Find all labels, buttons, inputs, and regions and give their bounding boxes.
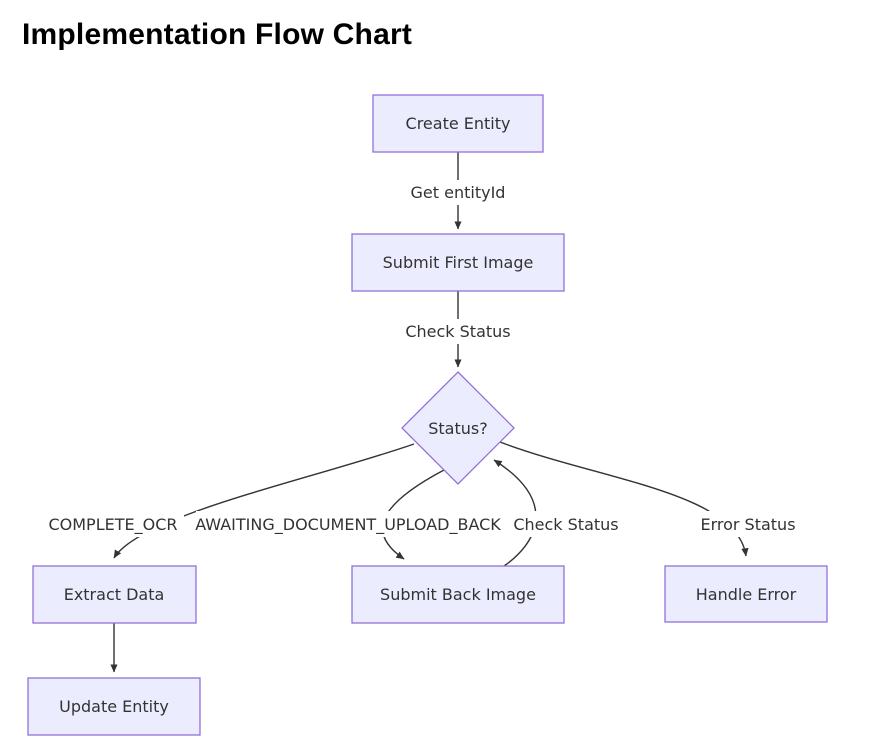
svg-text:Error Status: Error Status [700, 515, 795, 534]
svg-text:Get entityId: Get entityId [411, 183, 506, 202]
node-submit-first-image: Submit First Image [351, 233, 565, 292]
svg-text:Status?: Status? [428, 419, 487, 438]
edge-label-error-status: Error Status [695, 511, 801, 537]
edge-label-complete-ocr: COMPLETE_OCR [42, 511, 184, 537]
svg-text:Extract Data: Extract Data [64, 585, 165, 604]
node-status-decision: Status? [401, 371, 515, 485]
svg-text:AWAITING_DOCUMENT_UPLOAD_BACK: AWAITING_DOCUMENT_UPLOAD_BACK [195, 515, 501, 535]
node-extract-data: Extract Data [32, 565, 197, 624]
edge-label-check-status-first: Check Status [400, 319, 516, 344]
svg-text:Handle Error: Handle Error [696, 585, 797, 604]
edge-label-get-entityid: Get entityId [402, 180, 514, 205]
svg-text:Check Status: Check Status [513, 515, 618, 534]
svg-text:Check Status: Check Status [405, 322, 510, 341]
svg-text:Submit First Image: Submit First Image [383, 253, 534, 272]
svg-text:Create Entity: Create Entity [406, 114, 511, 133]
node-submit-back-image: Submit Back Image [351, 565, 565, 624]
edge-label-check-status-loop: Check Status [506, 511, 626, 537]
node-create-entity: Create Entity [372, 94, 544, 153]
svg-text:Submit Back Image: Submit Back Image [380, 585, 536, 604]
edge-status-to-handle-error [499, 441, 749, 557]
svg-text:COMPLETE_OCR: COMPLETE_OCR [48, 515, 177, 535]
edge-status-to-extract-data [113, 443, 415, 559]
page-title: Implementation Flow Chart [22, 18, 413, 51]
node-handle-error: Handle Error [664, 565, 828, 623]
svg-text:Update Entity: Update Entity [59, 697, 169, 716]
edge-label-awaiting-document-upload-back: AWAITING_DOCUMENT_UPLOAD_BACK [195, 511, 501, 537]
node-update-entity: Update Entity [27, 677, 201, 736]
